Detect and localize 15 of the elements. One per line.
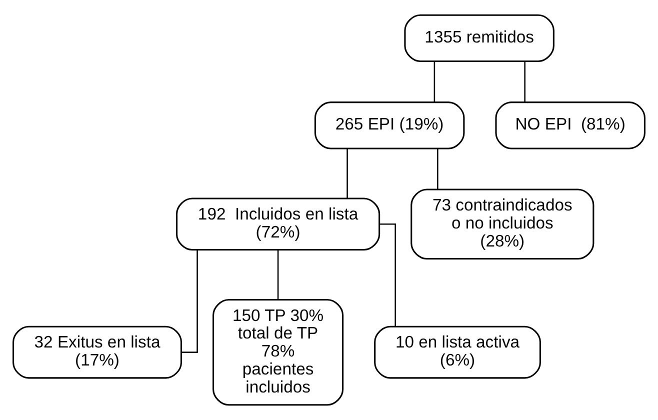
connector	[437, 148, 438, 190]
node-box: NO EPI (81%)	[495, 102, 646, 150]
node-box: 192 Incluidos en lista (72%)	[176, 198, 380, 251]
node-box: 265 EPI (19%)	[314, 102, 465, 150]
connector	[277, 250, 279, 300]
connector	[182, 250, 198, 353]
node-box: 10 en lista activa (6%)	[374, 326, 541, 379]
connector	[434, 62, 436, 102]
connector	[524, 62, 526, 102]
node-box: 73 contraindicados o no incluidos (28%)	[410, 188, 594, 260]
connector	[346, 148, 348, 198]
node-box: 32 Exitus en lista (17%)	[12, 326, 182, 379]
node-box: 150 TP 30% total de TP 78% pacientes incluidos	[212, 298, 344, 406]
connector	[380, 223, 396, 326]
node-box: 1355 remitidos	[404, 14, 554, 62]
